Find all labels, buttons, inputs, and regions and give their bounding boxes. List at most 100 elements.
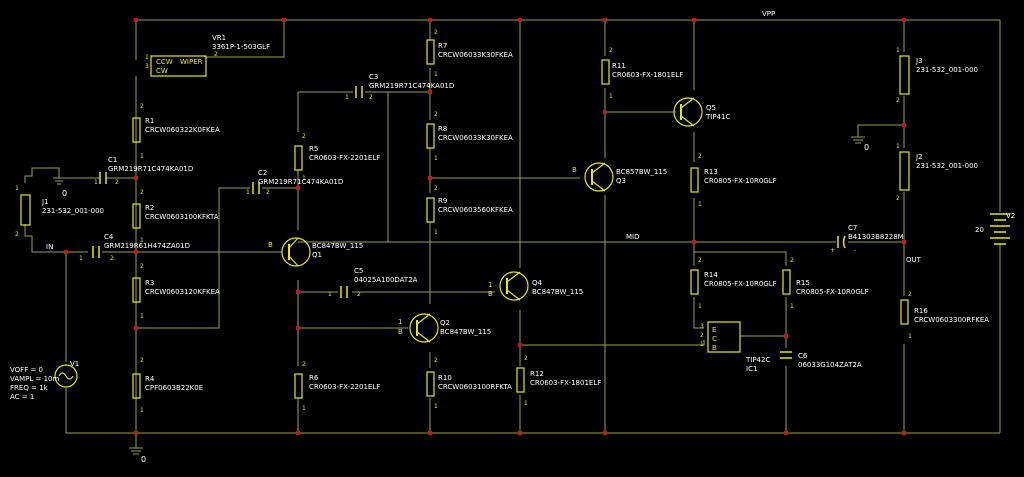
resistor-r1[interactable] <box>132 117 141 143</box>
resistor-r4[interactable] <box>132 373 141 399</box>
connector-j3[interactable] <box>899 55 910 95</box>
capacitor-c2[interactable] <box>252 182 260 194</box>
r3-pin1: 1 <box>140 313 144 320</box>
r14-pin2: 2 <box>698 257 702 264</box>
capacitor-c1[interactable] <box>99 172 107 184</box>
connector-j2[interactable] <box>899 151 910 191</box>
capacitor-c7[interactable] <box>837 235 846 249</box>
v1-param-voff: VOFF = 0 <box>10 366 43 374</box>
r9-pin2: 2 <box>434 185 438 192</box>
c5-pin2: 2 <box>357 291 361 298</box>
resistor-r2[interactable] <box>132 203 141 229</box>
resistor-r16[interactable] <box>900 299 909 325</box>
source-v1[interactable] <box>54 364 78 388</box>
resistor-r11[interactable] <box>601 59 610 85</box>
j3-value: 231-532_001-000 <box>916 66 978 74</box>
j2-pin1: 1 <box>896 143 900 150</box>
r15-pin1: 1 <box>790 303 794 310</box>
c6-value: 06033G104ZAT2A <box>798 361 862 369</box>
j2-value: 231-532_001-000 <box>916 162 978 170</box>
r5-pin1: 1 <box>302 175 306 182</box>
r7-pin2: 2 <box>434 29 438 36</box>
r3-value: CRCW0603120KFKEA <box>145 288 220 296</box>
r12-pin1: 1 <box>524 400 528 407</box>
r13-pin2: 2 <box>698 153 702 160</box>
r4-ref: R4 <box>145 375 155 383</box>
r7-value: CRCW06033K30FKEA <box>438 51 513 59</box>
svg-text:B: B <box>712 344 717 352</box>
c5-pin1: 1 <box>328 291 332 298</box>
c1-value: GRM219R71C474KA01D <box>108 165 193 173</box>
c1-pin2: 2 <box>115 179 119 186</box>
transistor-q1[interactable] <box>281 237 311 267</box>
r1-pin2: 2 <box>140 103 144 110</box>
capacitor-c4[interactable] <box>92 246 100 258</box>
resistor-r6[interactable] <box>294 373 303 399</box>
wires <box>24 19 1001 448</box>
svg-text:2: 2 <box>700 332 704 339</box>
ic1-tip42c[interactable]: E C B 3 2 1 <box>700 321 741 353</box>
r6-value: CR0603-FX-2201ELF <box>309 383 380 391</box>
ic1-ref: IC1 <box>746 365 757 373</box>
c2-ref: C2 <box>258 169 267 177</box>
q2-base-label: B <box>398 328 403 336</box>
r5-ref: R5 <box>309 145 318 153</box>
resistor-r10[interactable] <box>426 371 435 397</box>
capacitor-c3[interactable] <box>355 86 363 98</box>
resistor-r3[interactable] <box>132 277 141 303</box>
capacitor-c6[interactable] <box>780 351 792 359</box>
j3-pin1: 1 <box>896 47 900 54</box>
v1-param-vampl: VAMPL = 10m <box>10 375 60 383</box>
j1-pin2: 2 <box>15 231 19 238</box>
net-label-out: OUT <box>906 256 922 264</box>
transistor-q2[interactable] <box>409 313 439 343</box>
capacitor-c5[interactable] <box>340 286 348 298</box>
r12-value: CR0603-FX-1801ELF <box>530 379 601 387</box>
j3-ref: J3 <box>915 57 923 65</box>
r15-value: CR0805-FX-10R0GLF <box>796 288 869 296</box>
r16-ref: R16 <box>914 307 928 315</box>
q2-ref: Q2 <box>440 319 450 327</box>
q3-value: BC857BW_115 <box>616 168 667 176</box>
r13-pin1: 1 <box>698 201 702 208</box>
ground-label-3: 0 <box>864 143 869 152</box>
resistor-r9[interactable] <box>426 197 435 223</box>
source-v2[interactable] <box>990 213 1010 245</box>
c2-pin1: 1 <box>246 189 250 196</box>
connector-j1[interactable] <box>20 194 31 226</box>
q3-base-label: B <box>572 166 577 174</box>
r10-pin1: 1 <box>434 403 438 410</box>
r6-pin2: 2 <box>302 361 306 368</box>
resistor-r8[interactable] <box>426 123 435 149</box>
r12-pin2: 2 <box>524 355 528 362</box>
ground-symbol-out <box>851 136 865 144</box>
r3-pin2: 2 <box>140 263 144 270</box>
r1-pin1: 1 <box>140 153 144 160</box>
resistor-r14[interactable] <box>690 269 699 295</box>
transistor-q4[interactable] <box>499 271 529 301</box>
j2-pin2: 2 <box>896 195 900 202</box>
r8-pin2: 2 <box>434 111 438 118</box>
v2-ref: V2 <box>1006 212 1015 220</box>
resistor-r12[interactable] <box>516 367 525 393</box>
v1-ref: V1 <box>70 360 79 368</box>
j1-ref: J1 <box>41 198 49 206</box>
transistor-q5[interactable] <box>673 97 703 127</box>
r12-ref: R12 <box>530 370 544 378</box>
transistor-q3[interactable] <box>584 162 614 192</box>
potentiometer-vr1[interactable]: CCW WIPER CW 1 3 2 VR1 3361P-1-503GLF <box>145 34 270 77</box>
resistor-r7[interactable] <box>426 39 435 65</box>
resistor-r5[interactable] <box>294 145 303 171</box>
svg-text:E: E <box>712 326 716 334</box>
q1-base-label: B <box>268 241 273 249</box>
resistor-r15[interactable] <box>782 269 791 295</box>
resistor-r13[interactable] <box>690 167 699 193</box>
q2-value: BC847BW_115 <box>440 328 491 336</box>
c7-plus: + <box>830 247 835 254</box>
r11-pin2: 2 <box>609 47 613 54</box>
r14-ref: R14 <box>704 271 718 279</box>
v2-value: 20 <box>975 226 984 234</box>
c4-pin2: 2 <box>110 255 114 262</box>
ground-label-1: 0 <box>62 189 67 198</box>
q4-base-pin: 1 <box>488 281 492 289</box>
